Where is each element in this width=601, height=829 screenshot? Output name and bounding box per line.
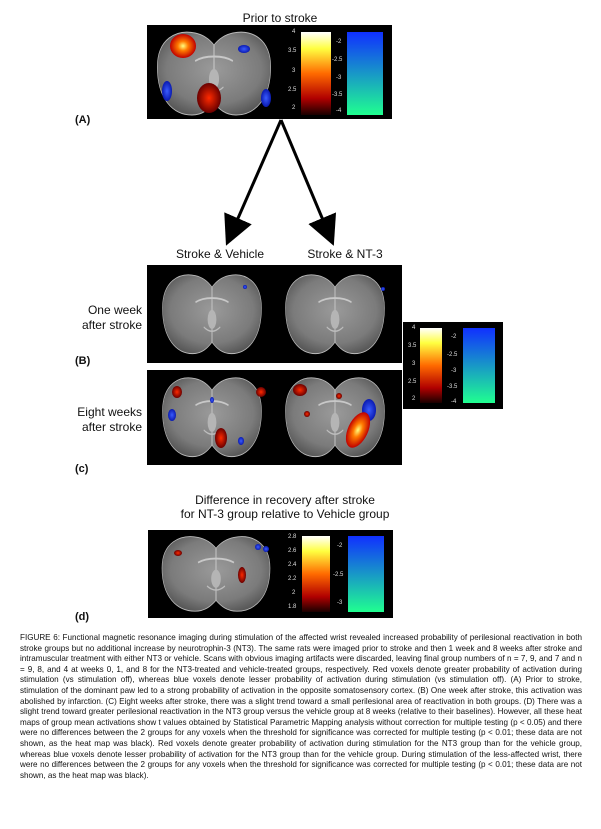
cbar-d-hot-3: 2.2 <box>288 576 297 582</box>
panel-label-b: (B) <box>75 355 91 367</box>
cbar-d-hot-5: 1.8 <box>288 604 297 610</box>
cbar-a-cool-4: -4 <box>336 108 342 114</box>
cbar-a-cool-3: -3.5 <box>332 92 343 98</box>
cbar-d-cool-0: -2 <box>337 543 343 549</box>
cbar-bc-cool-1: -2.5 <box>447 352 458 358</box>
arrows <box>224 119 337 246</box>
panel-label-c: (c) <box>75 463 89 475</box>
cbar-a-hot-4: 2 <box>292 105 296 111</box>
cbar-bc-cool-2: -3 <box>451 368 457 374</box>
title-prior-to-stroke: Prior to stroke <box>242 11 318 25</box>
cbar-bc-hot-3: 2.5 <box>408 379 417 385</box>
cbar-a-hot-1: 3.5 <box>288 48 297 54</box>
cbar-a-hot-3: 2.5 <box>288 87 297 93</box>
title-stroke-vehicle: Stroke & Vehicle <box>175 247 265 261</box>
cbar-d-hot-1: 2.6 <box>288 548 297 554</box>
brain-images-c <box>161 376 386 458</box>
figure-caption: FIGURE 6: Functional magnetic resonance … <box>20 633 582 780</box>
cbar-bc-hot-4: 2 <box>412 396 416 402</box>
title-stroke-nt3: Stroke & NT-3 <box>307 247 383 261</box>
brain-image-a <box>156 31 383 116</box>
cbar-a-hot-2: 3 <box>292 68 296 74</box>
cbar-a-cool-0: -2 <box>336 39 342 45</box>
cbar-d-hot-0: 2.8 <box>288 534 297 540</box>
panel-a: 4 3.5 3 2.5 2 -2 -2.5 -3 -3.5 -4 <box>147 25 392 119</box>
brain-images-b <box>161 273 386 355</box>
colorbar-bc: 4 3.5 3 2.5 2 -2 -2.5 -3 -3.5 -4 <box>403 322 503 409</box>
cbar-a-cool-2: -3 <box>336 75 342 81</box>
panel-d: 2.8 2.6 2.4 2.2 2 1.8 -2 -2.5 -3 <box>148 530 393 618</box>
cbar-d-cool-1: -2.5 <box>333 572 344 578</box>
cbar-bc-cool-4: -4 <box>451 399 457 405</box>
row-label-eight-weeks: Eight weeks after stroke <box>77 405 142 434</box>
cbar-bc-hot-2: 3 <box>412 361 416 367</box>
row-label-one-week: One week after stroke <box>81 303 142 332</box>
panel-b <box>147 265 402 363</box>
cbar-d-cool-2: -3 <box>337 600 343 606</box>
panel-label-d: (d) <box>75 611 90 623</box>
panel-label-a: (A) <box>75 114 91 126</box>
title-difference: Difference in recovery after stroke for … <box>180 493 390 521</box>
cbar-bc-cool-0: -2 <box>451 334 457 340</box>
cbar-a-hot-0: 4 <box>292 29 296 35</box>
cbar-d-hot-4: 2 <box>292 590 296 596</box>
cbar-bc-cool-3: -3.5 <box>447 384 458 390</box>
panel-c <box>147 370 402 465</box>
brain-image-d <box>161 535 384 613</box>
cbar-d-hot-2: 2.4 <box>288 562 297 568</box>
cbar-bc-hot-1: 3.5 <box>408 343 417 349</box>
cbar-a-cool-1: -2.5 <box>332 57 343 63</box>
cbar-bc-hot-0: 4 <box>412 325 416 331</box>
